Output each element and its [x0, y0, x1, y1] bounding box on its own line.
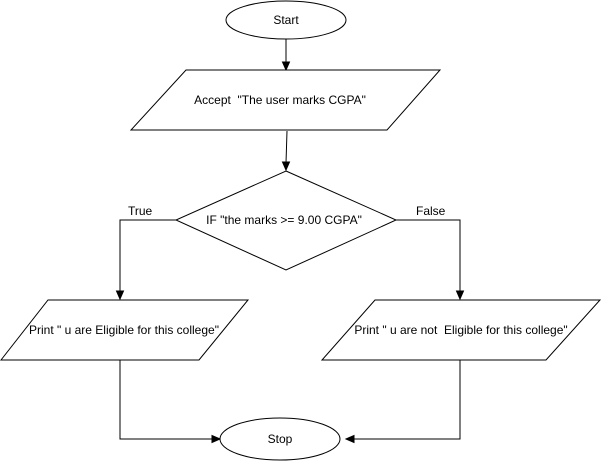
input-parallelogram: Accept "The user marks CGPA" — [129, 69, 442, 131]
false-branch-label: False — [416, 204, 446, 218]
connector-false-branch — [396, 219, 465, 301]
connector-false-to-stop — [344, 360, 461, 444]
start-label: Start — [273, 13, 299, 27]
decision-label: IF "the marks >= 9.00 CGPA" — [206, 213, 362, 227]
output-eligible-label: Print " u are Eligible for this college" — [29, 323, 219, 337]
decision-diamond: IF "the marks >= 9.00 CGPA" — [174, 170, 398, 271]
start-terminator: Start — [225, 0, 347, 40]
output-eligible-parallelogram: Print " u are Eligible for this college" — [0, 299, 250, 361]
connector-input-to-decision — [281, 130, 291, 172]
output-not-eligible-parallelogram: Print " u are not Eligible for this coll… — [320, 299, 601, 361]
stop-label: Stop — [268, 432, 293, 446]
output-not-eligible-label: Print " u are not Eligible for this coll… — [354, 323, 567, 337]
connector-true-to-stop — [119, 360, 222, 444]
true-branch-label: True — [128, 204, 153, 218]
connector-start-to-input — [281, 39, 291, 72]
stop-terminator: Stop — [219, 417, 341, 461]
input-label: Accept "The user marks CGPA" — [194, 93, 366, 107]
connector-true-branch — [115, 219, 176, 301]
